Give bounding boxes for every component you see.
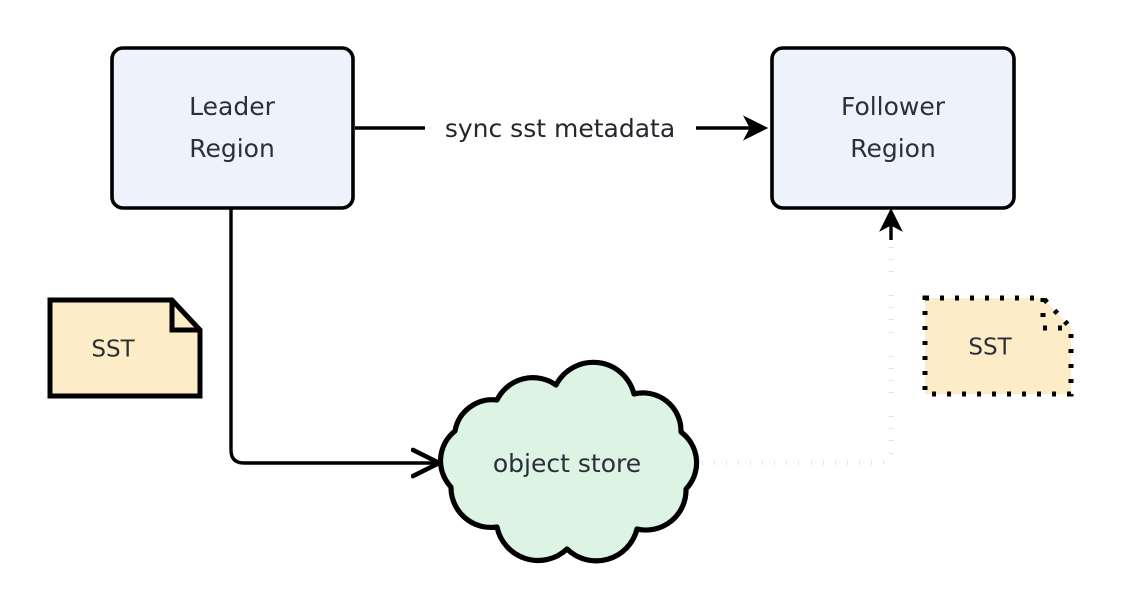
- sst-document-left[interactable]: SST: [47, 297, 203, 399]
- sst-document-left-label: SST: [91, 337, 135, 363]
- sst-document-left-fold: [169, 300, 200, 333]
- edge-sync-sst-metadata-label: sync sst metadata: [445, 114, 675, 143]
- sst-document-right-label: SST: [968, 335, 1012, 361]
- sst-document-right-fold: [1040, 298, 1071, 331]
- follower-region-label-line1: Follower: [841, 92, 946, 121]
- object-store-cloud[interactable]: object store: [437, 359, 700, 564]
- object-store-cloud-label: object store: [493, 449, 641, 478]
- edge-object-store-to-follower: [690, 208, 903, 466]
- sst-document-right-body[interactable]: [922, 295, 1074, 397]
- follower-region-box[interactable]: [770, 46, 1016, 210]
- edge-sync-sst-metadata: sync sst metadata: [355, 114, 769, 143]
- sst-document-left-body[interactable]: [47, 297, 203, 399]
- leader-region-label-line2: Region: [189, 134, 275, 163]
- leader-region-node[interactable]: Leader Region: [110, 46, 355, 210]
- edge-leader-to-object-store: [229, 208, 437, 463]
- edge-leader-to-object-store-path: [229, 208, 437, 463]
- sst-document-right[interactable]: SST: [922, 295, 1074, 397]
- leader-region-label-line1: Leader: [189, 92, 275, 121]
- follower-region-node[interactable]: Follower Region: [770, 46, 1016, 210]
- object-store-cloud-shape[interactable]: [437, 359, 700, 564]
- follower-region-label-line2: Region: [850, 134, 936, 163]
- leader-region-box[interactable]: [110, 46, 355, 210]
- edge-object-store-to-follower-dots: [690, 228, 894, 466]
